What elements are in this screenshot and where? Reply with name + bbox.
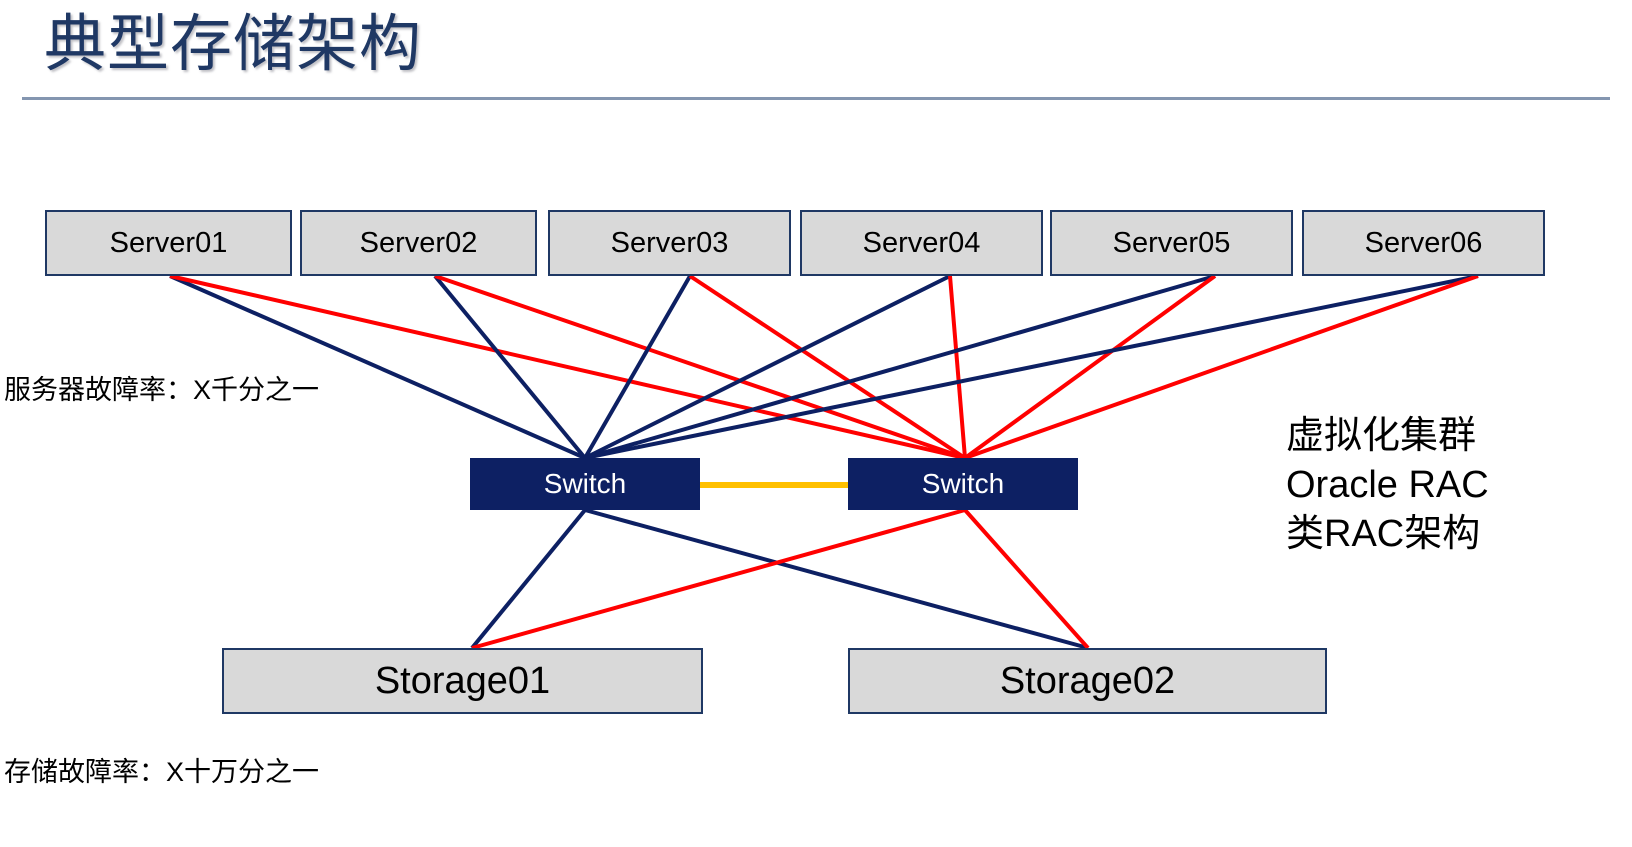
link-server5-switch2 [963, 274, 1217, 460]
storage-failure-rate-label: 存储故障率：X十万分之一 [4, 757, 320, 787]
node-server-01[interactable]: Server01 [45, 210, 292, 276]
node-label: Storage01 [374, 659, 551, 702]
node-label: Storage02 [999, 659, 1176, 702]
title-divider [22, 97, 1610, 100]
node-label: Server03 [610, 226, 729, 259]
node-server-05[interactable]: Server05 [1050, 210, 1293, 276]
node-label: Server06 [1364, 226, 1483, 259]
node-label: Switch [543, 468, 627, 499]
link-server5-switch1 [584, 274, 1216, 460]
link-server2-switch1 [433, 274, 587, 460]
link-server3-switch2 [688, 274, 967, 460]
link-server4-switch1 [584, 274, 951, 460]
link-switch2-storage1 [471, 508, 966, 650]
node-switch-01[interactable]: Switch [470, 458, 700, 510]
node-label: Server02 [359, 226, 478, 259]
link-switch1-storage1 [470, 508, 587, 650]
server-failure-rate-label: 服务器故障率：X千分之一 [4, 375, 320, 405]
link-server1-switch1 [169, 274, 586, 460]
node-server-04[interactable]: Server04 [800, 210, 1043, 276]
node-storage-01[interactable]: Storage01 [222, 648, 703, 714]
cluster-architecture-note: 虚拟化集群 Oracle RAC 类RAC架构 [1286, 415, 1489, 555]
node-switch-02[interactable]: Switch [848, 458, 1078, 510]
link-server4-switch2 [948, 275, 967, 459]
node-label: Server01 [109, 226, 228, 259]
node-server-03[interactable]: Server03 [548, 210, 791, 276]
link-switch1-storage2 [584, 508, 1089, 650]
node-server-02[interactable]: Server02 [300, 210, 537, 276]
node-label: Server04 [862, 226, 981, 259]
link-server3-switch1 [583, 275, 692, 459]
node-label: Switch [921, 468, 1005, 499]
link-server6-switch2 [964, 274, 1479, 460]
link-server2-switch2 [434, 274, 966, 460]
node-storage-02[interactable]: Storage02 [848, 648, 1327, 714]
link-switch2-storage2 [963, 508, 1090, 650]
page-title: 典型存储架构 [44, 10, 423, 79]
link-server1-switch2 [169, 274, 966, 460]
link-server6-switch1 [584, 274, 1479, 460]
node-label: Server05 [1112, 226, 1231, 259]
node-server-06[interactable]: Server06 [1302, 210, 1545, 276]
